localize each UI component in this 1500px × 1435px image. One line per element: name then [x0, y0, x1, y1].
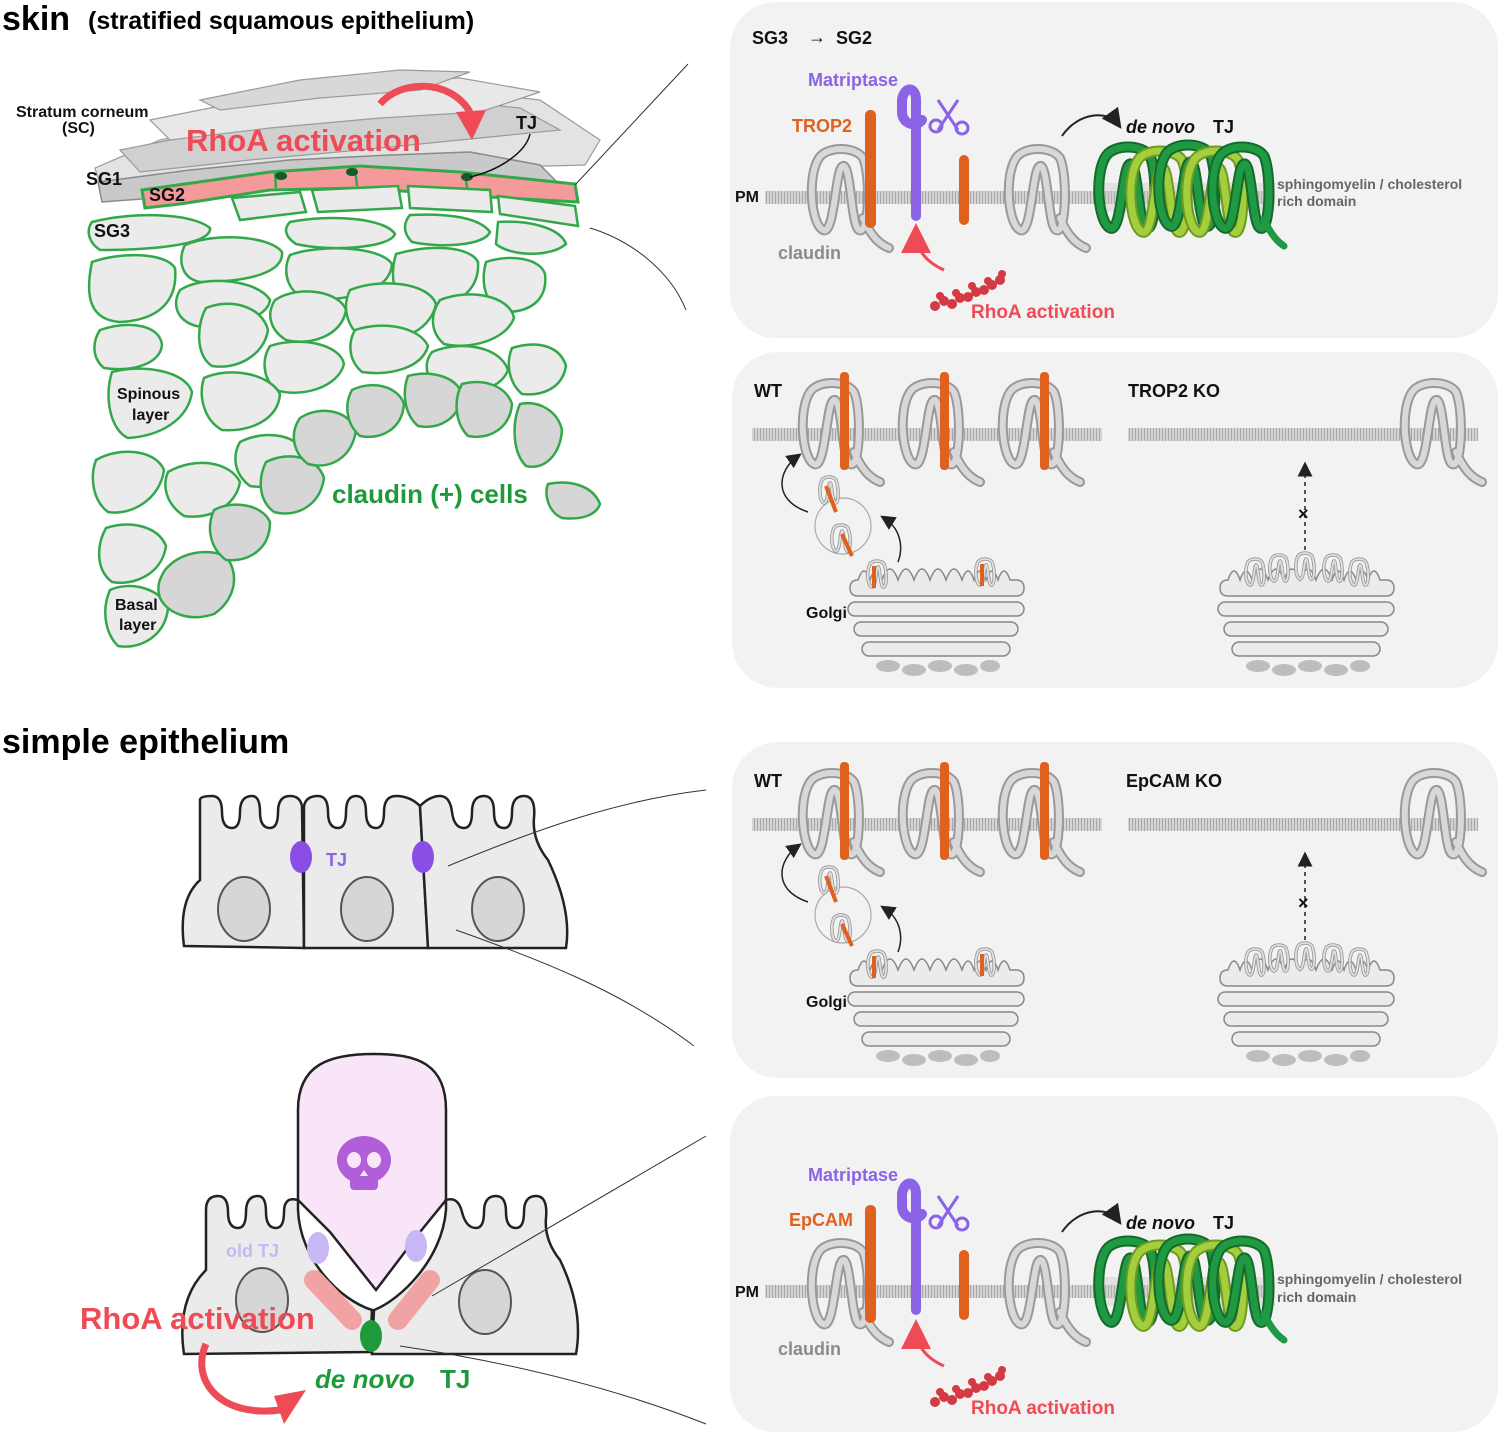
- tj-dot: [346, 168, 358, 176]
- block-x-icon: ×: [1298, 893, 1309, 913]
- vesicle: [814, 886, 872, 944]
- rhoa-filament-icon: [930, 1366, 1006, 1407]
- rhoa-label: RhoA activation: [971, 302, 1115, 323]
- tj-dot: [275, 172, 287, 180]
- basal-label: Basal: [115, 597, 158, 614]
- raft-label-2: rich domain: [1277, 1289, 1356, 1305]
- simple-epithelium-cells: TJ: [181, 789, 707, 1047]
- tj-dot: [461, 173, 473, 181]
- panel1-arrow: →: [808, 27, 826, 47]
- simple-tj-label: TJ: [326, 850, 347, 870]
- vesicle: [814, 497, 872, 555]
- panel-epcam-ko: WT EpCAM KO Golgi ×: [732, 742, 1498, 1078]
- tj-icon: [290, 841, 312, 873]
- sg1-label: SG1: [86, 169, 122, 189]
- skin-tj-label: TJ: [516, 113, 537, 133]
- simple-de-novo-label: de novo: [315, 1364, 415, 1394]
- de-novo-tj-label: TJ: [1213, 1213, 1234, 1233]
- golgi-label: Golgi: [806, 605, 847, 622]
- old-tj-label: old TJ: [226, 1241, 279, 1261]
- claudin-label: claudin: [778, 243, 841, 263]
- de-novo-tj-icon: [360, 1320, 382, 1352]
- block-x-icon: ×: [1298, 504, 1309, 524]
- scissors-icon: [928, 1195, 970, 1232]
- panel-sg3-to-sg2: SG3 → SG2 PM TROP2 claudin Matriptase: [730, 2, 1498, 338]
- pm-label: PM: [735, 1284, 759, 1301]
- raft-label-2: rich domain: [1277, 193, 1356, 209]
- spinous-label: Spinous: [117, 386, 180, 403]
- claudin-cells-label: claudin (+) cells: [332, 479, 528, 509]
- epcam-label: EpCAM: [789, 1210, 853, 1230]
- skin-title: skin: [2, 0, 70, 38]
- rhoa-label: RhoA activation: [971, 1398, 1115, 1419]
- panel2-ko-label: TROP2 KO: [1128, 381, 1220, 401]
- trop2-bar: [865, 110, 876, 228]
- raft-label: sphingomyelin / cholesterol: [1277, 1271, 1462, 1287]
- claudin-positive-cells: [87, 184, 580, 648]
- matriptase-label: Matriptase: [808, 1165, 898, 1185]
- raft-label: sphingomyelin / cholesterol: [1277, 176, 1462, 192]
- extrusion-diagram: old TJ RhoA activation de novo TJ: [80, 1052, 707, 1425]
- cleaved-trop2-bar: [959, 155, 969, 225]
- de-novo-tj-label: TJ: [1213, 117, 1234, 137]
- claudin-label: claudin: [778, 1339, 841, 1359]
- skin-subtitle: (stratified squamous epithelium): [88, 7, 474, 35]
- assembly-arrow: [1061, 1202, 1122, 1233]
- skin-rhoa-label: RhoA activation: [186, 123, 421, 158]
- sg3-label: SG3: [94, 221, 130, 241]
- golgi-label: Golgi: [806, 994, 847, 1011]
- matriptase-label: Matriptase: [808, 70, 898, 90]
- de-novo-label: de novo: [1126, 1213, 1195, 1233]
- assembly-arrow: [1061, 106, 1122, 137]
- rhoa-filament-icon: [930, 270, 1006, 311]
- spinous-label-2: layer: [132, 407, 169, 424]
- tj-icon: [412, 841, 434, 873]
- cleaved-epcam-bar: [959, 1250, 969, 1320]
- de-novo-label: de novo: [1126, 117, 1195, 137]
- epcam-bar: [865, 1205, 876, 1323]
- panel-epcam-cleavage: PM EpCAM claudin Matriptase RhoA activat…: [730, 1096, 1498, 1432]
- membrane-ko: [1128, 818, 1478, 831]
- simple-title: simple epithelium: [2, 723, 289, 761]
- sg2-label: SG2: [149, 185, 185, 205]
- trop2-label: TROP2: [792, 116, 852, 136]
- basal-cells: [157, 372, 602, 619]
- simple-rhoa-label: RhoA activation: [80, 1301, 315, 1336]
- panel3-ko-label: EpCAM KO: [1126, 771, 1222, 791]
- matriptase-icon: [897, 84, 927, 221]
- simple-de-novo-tj-label: TJ: [440, 1364, 470, 1394]
- panel1-title-end: SG2: [836, 28, 872, 48]
- panel3-wt-label: WT: [754, 771, 782, 791]
- scissors-icon: [928, 99, 970, 136]
- basal-label-2: layer: [119, 617, 156, 634]
- pm-label: PM: [735, 189, 759, 206]
- old-tj-icon: [405, 1230, 427, 1262]
- stratum-corneum-label: Stratum corneum: [16, 104, 148, 121]
- panel1-title: SG3: [752, 28, 788, 48]
- rhoa-arrow: [377, 82, 474, 114]
- skull-icon: [337, 1136, 391, 1190]
- stratum-corneum-abbr: (SC): [62, 120, 95, 137]
- membrane-ko: [1128, 428, 1478, 441]
- panel-trop2-ko: WT TROP2 KO Golgi ×: [732, 352, 1498, 688]
- skin-tissue-diagram: RhoA activation TJ Stratum corneum (SC) …: [16, 63, 689, 648]
- panel2-wt-label: WT: [754, 381, 782, 401]
- old-tj-icon: [307, 1232, 329, 1264]
- matriptase-icon: [897, 1178, 927, 1315]
